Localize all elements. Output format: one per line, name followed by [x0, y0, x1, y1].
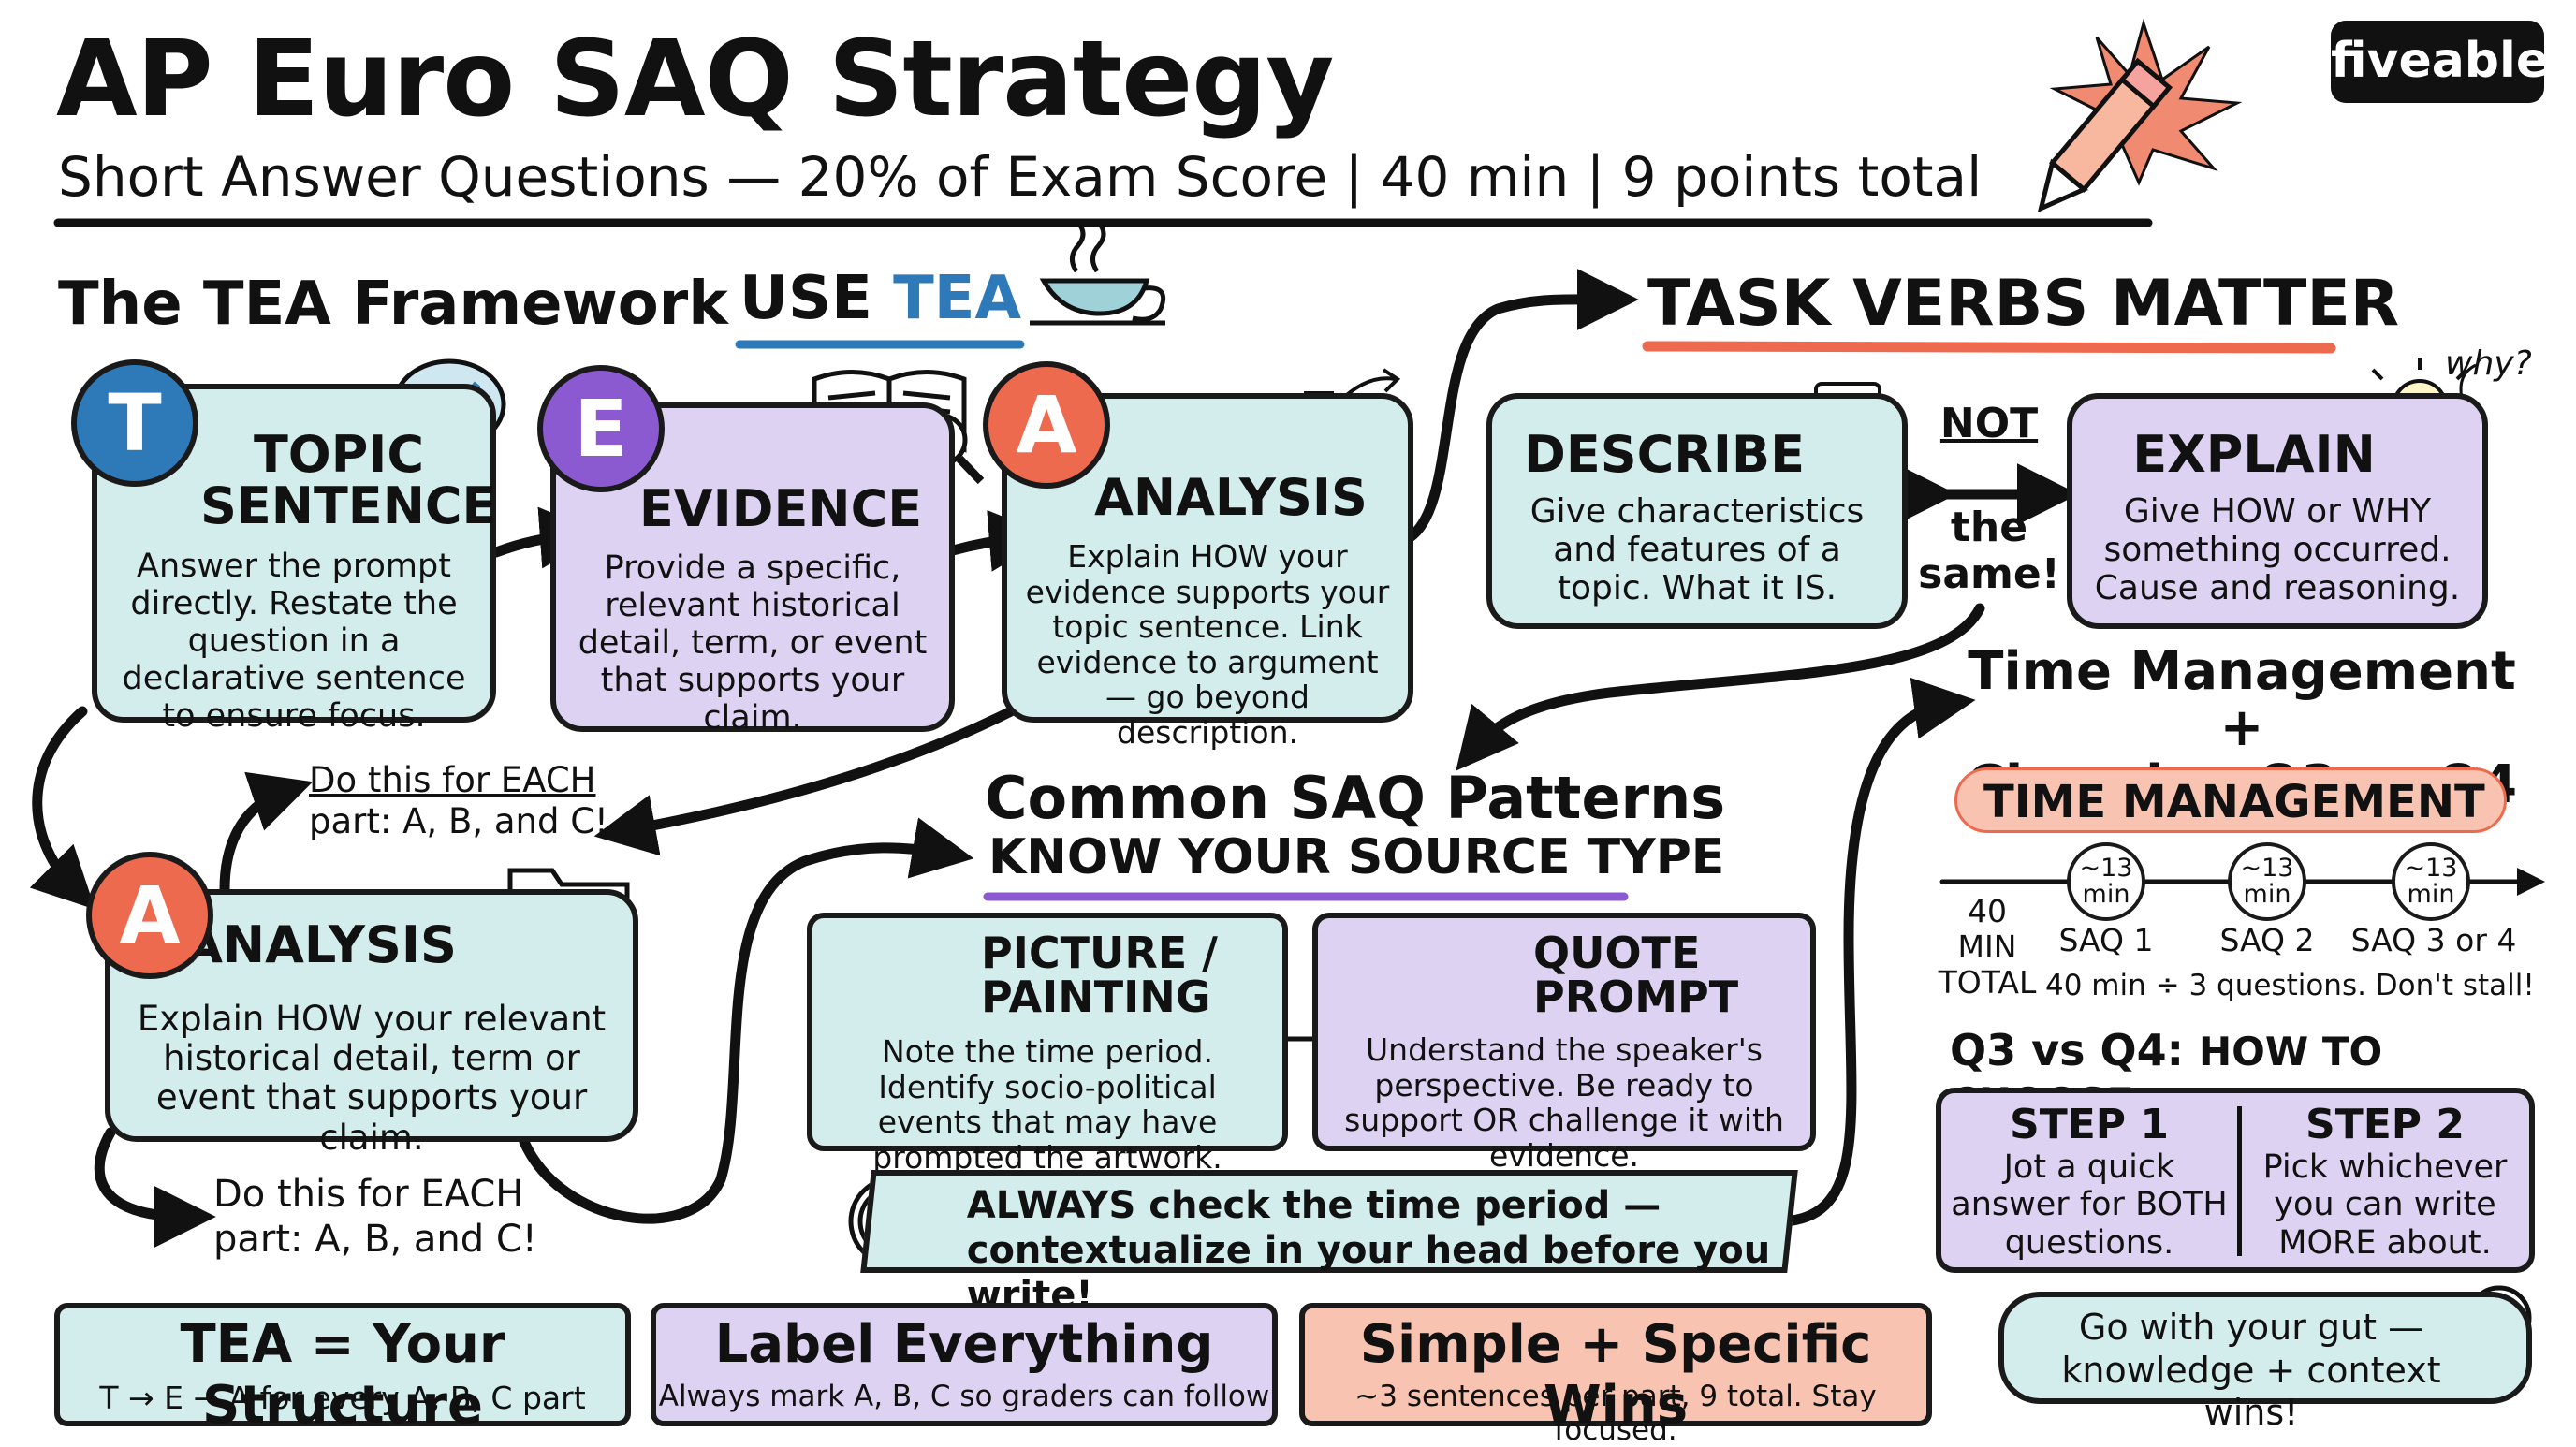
- patterns-subheading: KNOW YOUR SOURCE TYPE: [988, 829, 1725, 885]
- footer-structure-card: TEA = Your Structure T → E → A for every…: [54, 1303, 631, 1436]
- quote-prompt-card: QUOTE PROMPT Understand the speaker's pe…: [1312, 913, 1816, 1173]
- explain-card: EXPLAIN Give HOW or WHY something occurr…: [2067, 393, 2488, 629]
- analysis-body: Explain HOW your evidence supports your …: [1025, 538, 1390, 752]
- not-the-same-label: NOT the same!: [1918, 400, 2060, 599]
- evidence-card: EVIDENCE Provide a specific, relevant hi…: [550, 402, 955, 737]
- arrow-to-time-management: [1778, 677, 1976, 1227]
- timer-label-saq-1: SAQ 1: [2058, 922, 2154, 958]
- topic-body: Answer the prompt directly. Restate the …: [122, 548, 466, 735]
- banner-line-1: ALWAYS check the time period —: [966, 1184, 1661, 1227]
- topic-title: TOPIC SENTENCE: [200, 425, 497, 536]
- gut-callout: Go with your gut — knowledge + context w…: [1998, 1292, 2532, 1433]
- steps-divider: [2237, 1106, 2242, 1256]
- explain-title: EXPLAIN: [2132, 425, 2376, 484]
- repeat-note-2: Do this for EACH part: A, B, and C!: [213, 1173, 537, 1261]
- why-label: why?: [2445, 344, 2532, 383]
- arrow-topic-to-analysis: [29, 706, 95, 910]
- picture-title: PICTURE / PAINTING: [981, 928, 1218, 1022]
- footer-simple-card: Simple + Specific Wins ~3 sentences per …: [1299, 1303, 1932, 1447]
- page-subtitle: Short Answer Questions — 20% of Exam Sco…: [58, 145, 1983, 209]
- analysis-title: ANALYSIS: [1094, 468, 1368, 527]
- choose-steps-card: STEP 1 Jot a quick answer for BOTH quest…: [1936, 1088, 2535, 1273]
- evidence-title: EVIDENCE: [638, 479, 923, 538]
- time-note: 40 min ÷ 3 questions. Don't stall!: [2045, 969, 2535, 1002]
- step-1: STEP 1 Jot a quick answer for BOTH quest…: [1951, 1101, 2228, 1262]
- tea-cup-icon: [1030, 221, 1166, 326]
- a-badge: A: [983, 361, 1110, 489]
- step-2: STEP 2 Pick whichever you can write MORE…: [2262, 1101, 2508, 1262]
- footer-label-card: Label Everything Always mark A, B, C so …: [651, 1303, 1278, 1426]
- analysis-card-2: ANALYSIS Explain HOW your relevant histo…: [105, 889, 638, 1157]
- timer-label-saq-2: SAQ 2: [2219, 922, 2315, 958]
- picture-body: Note the time period. Identify socio-pol…: [872, 1033, 1222, 1176]
- arrow-to-task-verbs: [1403, 268, 1639, 544]
- underline-task-verbs: [1642, 341, 2336, 354]
- analysis-2-title: ANALYSIS: [183, 915, 457, 974]
- arrow-repeat-note-1: [219, 771, 314, 895]
- tea-heading: The TEA Framework: [58, 270, 728, 339]
- t-badge: T: [71, 359, 198, 487]
- explain-body: Give HOW or WHY something occurred. Caus…: [2094, 492, 2461, 608]
- quote-body: Understand the speaker's perspective. Be…: [1344, 1031, 1784, 1174]
- quote-title: QUOTE PROMPT: [1533, 928, 1739, 1022]
- time-management-pill: TIME MANAGEMENT: [1954, 767, 2507, 833]
- topic-sentence-card: TOPIC SENTENCE Answer the prompt directl…: [92, 384, 497, 735]
- use-tea-heading: USE TEA: [739, 264, 1021, 333]
- use-tea-word: TEA: [893, 264, 1021, 333]
- picture-painting-card: PICTURE / PAINTING Note the time period.…: [807, 913, 1288, 1175]
- evidence-body: Provide a specific, relevant historical …: [578, 549, 928, 737]
- pencil-icon: [2037, 18, 2243, 213]
- arrow-to-patterns: [519, 817, 974, 1224]
- total-time-label: 40 MIN TOTAL: [1938, 893, 2037, 1001]
- patterns-heading: Common SAQ Patterns: [985, 764, 1726, 832]
- arrow-analysis-back: [593, 706, 1017, 856]
- task-verbs-heading: TASK VERBS MATTER: [1647, 267, 2400, 341]
- repeat-note-1: Do this for EACH part: A, B, and C!: [309, 760, 608, 842]
- brand-logo: fiveable: [2331, 21, 2549, 103]
- describe-title: DESCRIBE: [1524, 425, 1805, 484]
- time-period-banner: ALWAYS check the time period — contextua…: [860, 1170, 1798, 1317]
- describe-card: DESCRIBE Give characteristics and featur…: [1486, 393, 1908, 629]
- describe-body: Give characteristics and features of a t…: [1530, 492, 1865, 608]
- page-title: AP Euro SAQ Strategy: [56, 19, 1334, 140]
- timer-label-saq-3-4: SAQ 3 or 4: [2350, 922, 2517, 958]
- analysis-2-body: Explain HOW your relevant historical det…: [137, 999, 607, 1158]
- arrow-repeat-note-2: [94, 1127, 216, 1248]
- e-badge: E: [537, 365, 665, 492]
- arrow-verbs-to-patterns: [1456, 603, 1985, 771]
- a-badge-2: A: [86, 852, 213, 979]
